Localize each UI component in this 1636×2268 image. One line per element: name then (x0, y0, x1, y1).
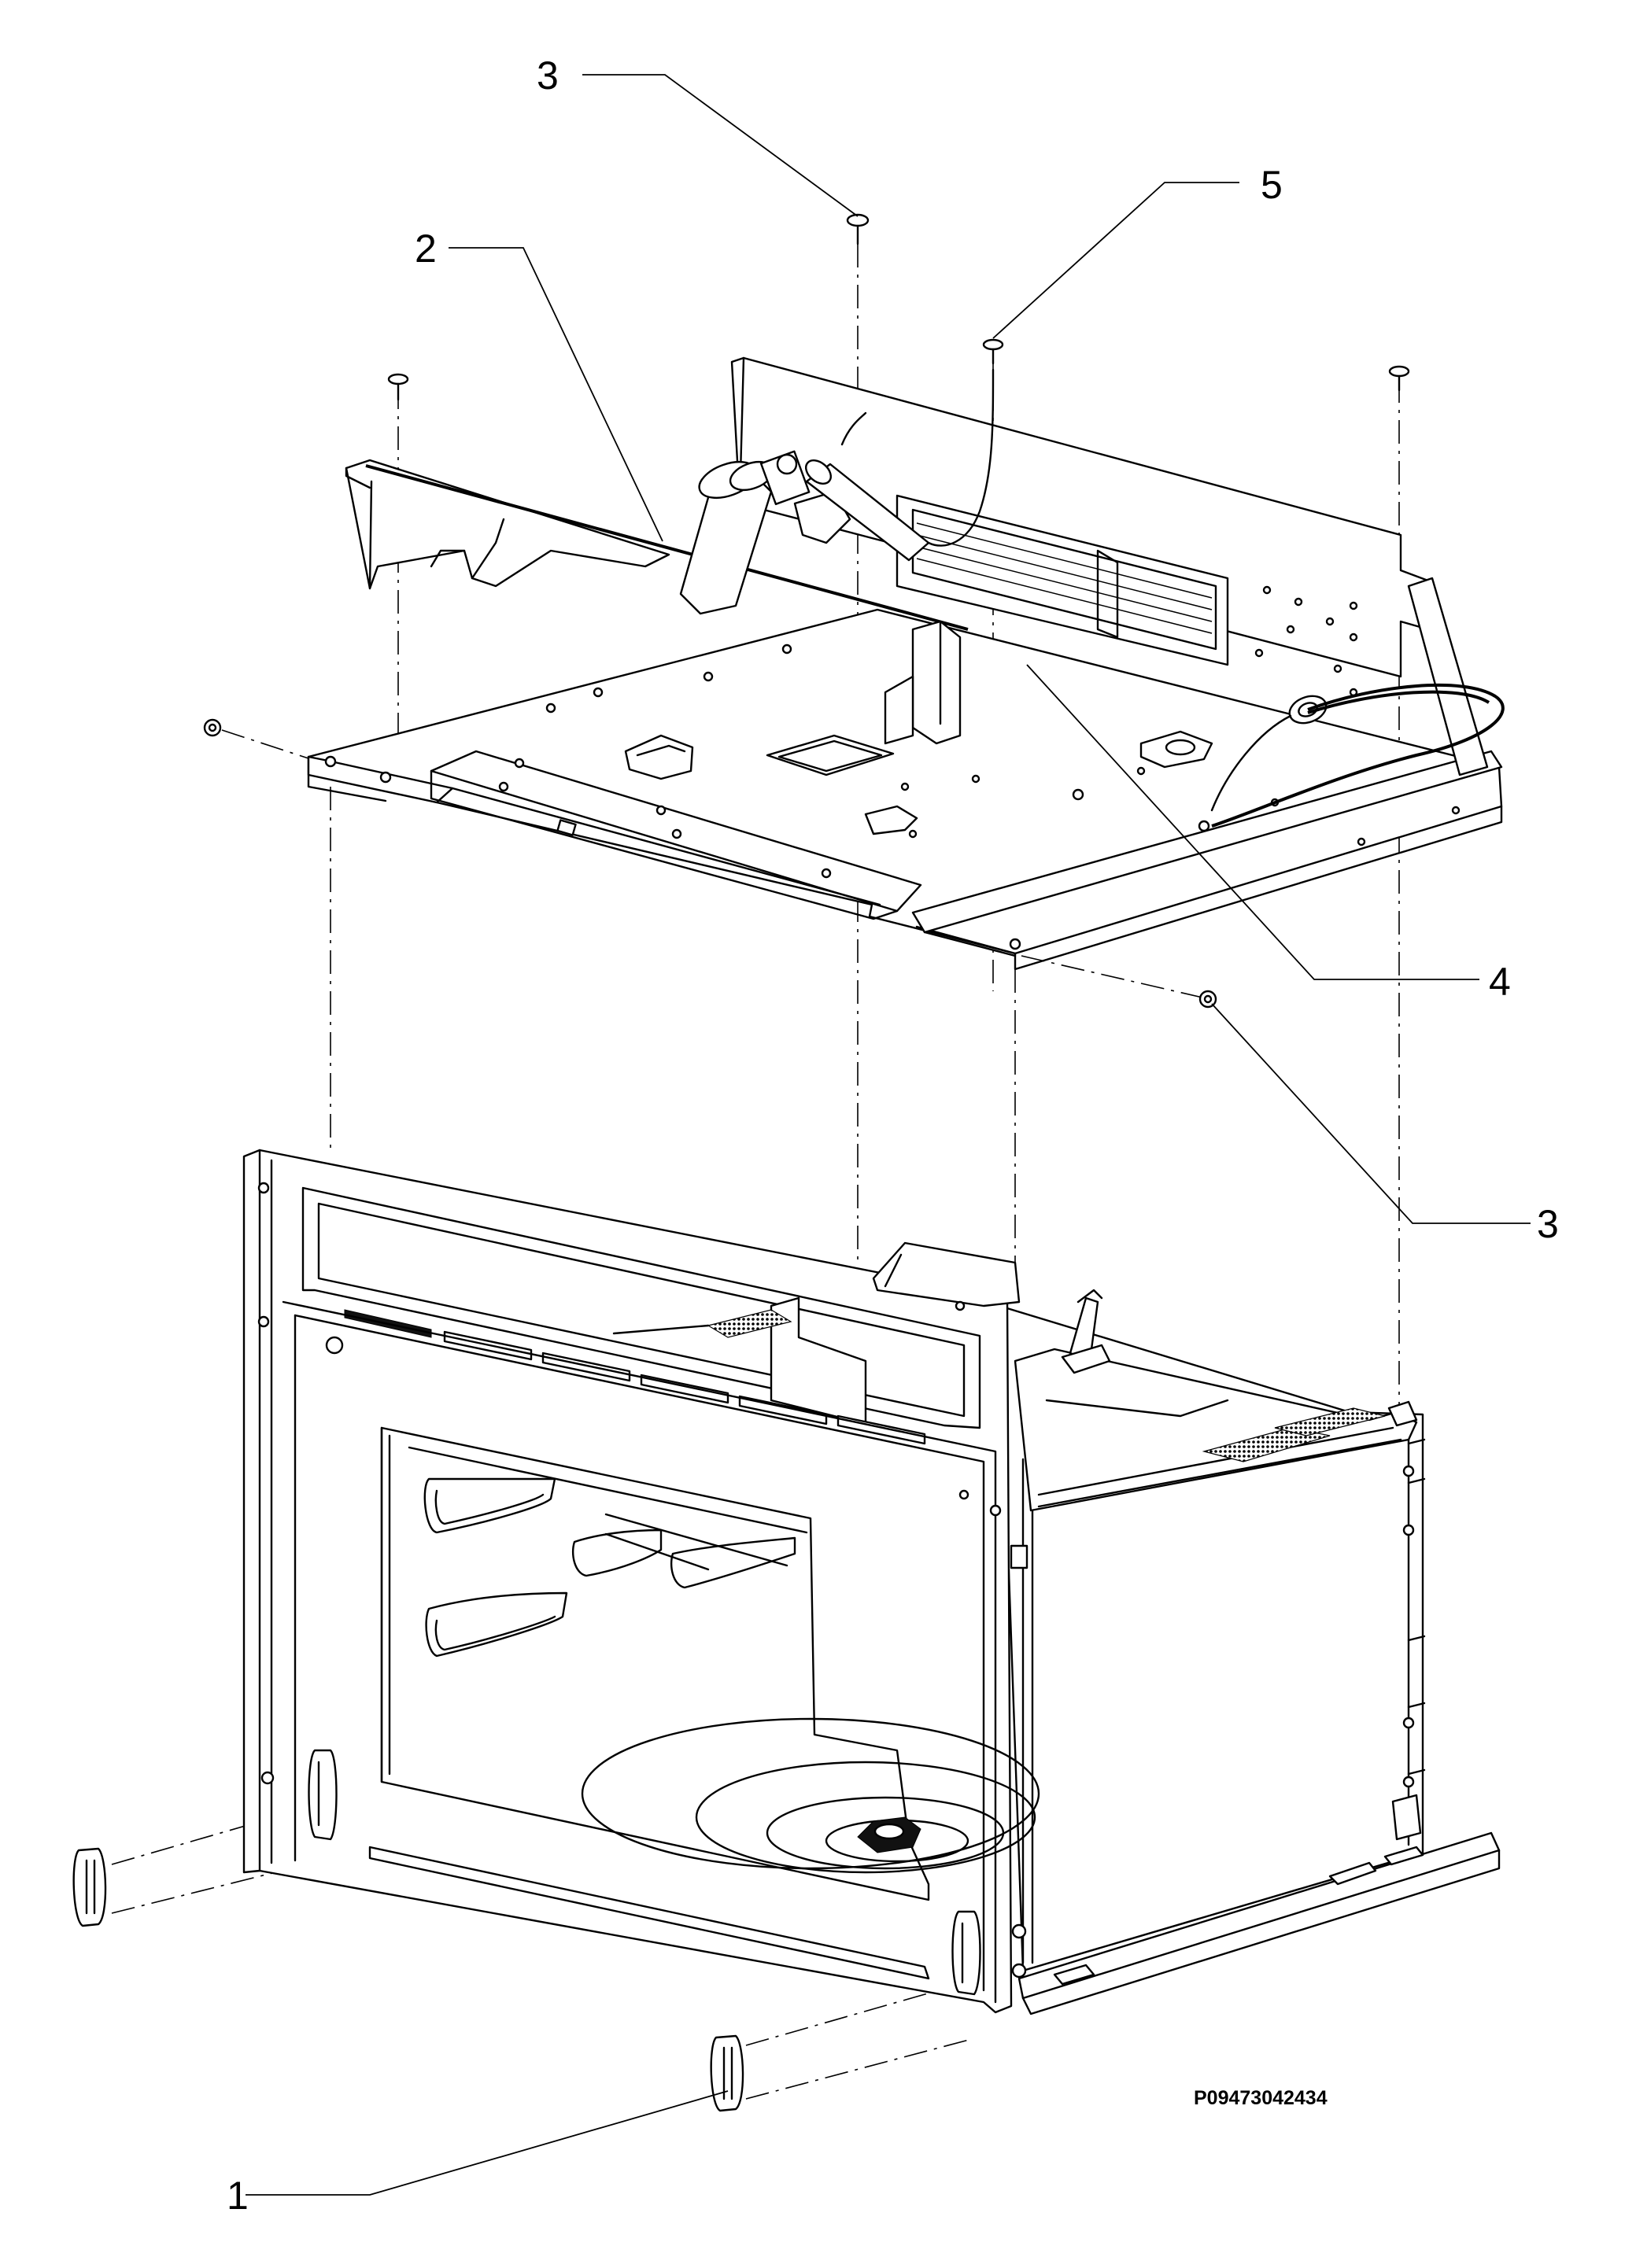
screw-right (1388, 365, 1410, 392)
oven-cavity-part-1 (242, 1149, 1501, 2015)
screw-left (387, 373, 409, 401)
callout-5: 5 (1261, 163, 1283, 207)
callout-4: 4 (1489, 960, 1511, 1004)
callout-3-right: 3 (1537, 1202, 1559, 1246)
callout-3-top: 3 (537, 53, 559, 98)
hinge-cover-bottom (710, 2034, 744, 2112)
leader-lines (246, 74, 1531, 2196)
hinge-cover-left (72, 1847, 107, 1927)
screw-3-right (1198, 990, 1217, 1009)
callout-2: 2 (415, 227, 437, 271)
callout-1: 1 (227, 2174, 249, 2218)
screw-5 (982, 338, 1004, 365)
screw-side-left (203, 718, 222, 737)
top-assembly-part-2 (307, 356, 1505, 971)
drawing-code: P09473042434 (1194, 2087, 1328, 2109)
screw-3-top (846, 213, 870, 245)
